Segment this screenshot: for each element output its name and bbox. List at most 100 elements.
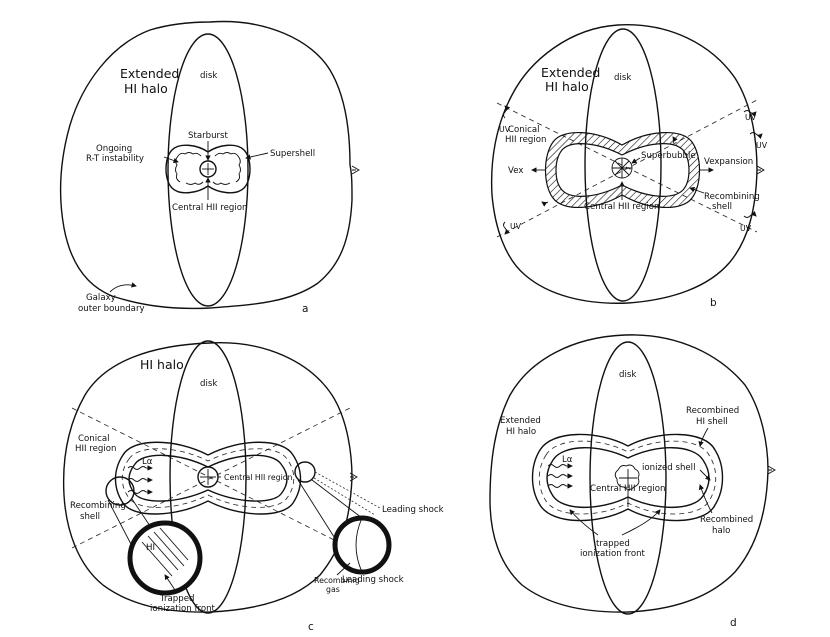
halo-label-2-d: HI halo <box>506 427 536 437</box>
ongoing-label-1: Ongoing <box>96 144 132 154</box>
disk-ellipse-d <box>589 341 667 615</box>
uv-photon-1 <box>503 105 511 119</box>
halo-label-1-b: Extended <box>541 65 600 80</box>
halo-label-2: HI halo <box>124 81 168 96</box>
vex-label: Vex <box>508 166 523 176</box>
conical-label-1-b: Conical <box>508 125 539 135</box>
cone-line-2-c <box>71 407 351 549</box>
recombined-halo-label-1: Recombined <box>700 515 753 525</box>
recombining-label-1-c: Recombining <box>70 501 126 511</box>
zoom-connector-3 <box>297 479 337 541</box>
central-hii-label-b: Central HII region <box>584 202 659 212</box>
galaxy-label-1: Galaxy <box>86 293 116 303</box>
zoom-connector-1 <box>107 499 134 549</box>
panel-letter-c: c <box>308 621 314 633</box>
uv-photon-4 <box>749 132 763 140</box>
lyman-alpha-label-d: Lα <box>562 455 573 465</box>
central-star-b <box>611 157 633 179</box>
trapped-label-2-c: ionization front <box>150 604 216 614</box>
disk-ellipse-c <box>169 340 247 614</box>
uv-label-2: UV <box>510 222 522 231</box>
trapped-leader-d1 <box>569 509 599 536</box>
central-core-d <box>614 464 640 490</box>
uv-photon-2 <box>503 221 511 235</box>
superbubble-shell-outer <box>544 131 701 209</box>
central-hii-label: Central HII region <box>172 203 247 213</box>
recombined-halo-leader <box>698 484 713 514</box>
disk-ellipse-b <box>584 28 662 302</box>
panel-a: Extended HI halo disk Starburst Ongoing … <box>59 20 360 315</box>
leading-shock-dotted-2 <box>313 477 376 516</box>
uv-label-1: UV <box>499 125 511 134</box>
recombined-halo-label-2: halo <box>712 526 730 536</box>
leading-shock-arc <box>355 517 363 573</box>
galaxy-outer-boundary-d <box>489 334 769 613</box>
lyman-alpha-label-c: Lα <box>142 457 153 467</box>
panel-letter-b: b <box>710 297 717 309</box>
supershell-leader <box>245 152 269 160</box>
observer-eye-icon-b <box>756 165 765 175</box>
observer-eye-icon-d <box>767 465 776 475</box>
zoom-connector-4 <box>311 479 363 519</box>
leading-shock-small <box>294 461 316 483</box>
recombining-label-2-c: shell <box>80 512 100 522</box>
supershell-label: Supershell <box>270 149 315 159</box>
ongoing-label-2: R-T instability <box>86 154 144 164</box>
recombinig-label-2-c: gas <box>326 585 340 594</box>
panel-letter-a: a <box>302 303 308 315</box>
recombined-shell-label-1: Recombined <box>686 406 739 416</box>
uv-label-3: UV <box>745 113 757 122</box>
panel-d: Extended HI halo disk Recombined HI shel… <box>489 334 776 629</box>
uv-photon-5 <box>743 210 757 218</box>
conical-label-2-b: HII region <box>505 135 546 145</box>
disk-label-d: disk <box>619 370 636 380</box>
starburst-core <box>199 160 217 178</box>
leading-shock-zoom <box>332 515 392 575</box>
recombined-shell-label-2: HI shell <box>696 417 728 427</box>
galaxy-boundary-leader <box>109 282 137 293</box>
uv-photon-inner-1 <box>672 136 678 144</box>
trapped-leader-d2 <box>621 509 661 536</box>
starburst-label: Starburst <box>188 131 229 141</box>
panel-c: HI halo disk Conical HII region Lα Centr… <box>62 340 444 633</box>
trapped-label-1-c: Trapped <box>159 594 194 604</box>
halo-label-1-d: Extended <box>500 416 541 426</box>
cone-line-1 <box>496 102 758 233</box>
conical-label-2-c: HII region <box>75 444 116 454</box>
trapped-leader-c <box>164 574 176 591</box>
recombining-label-2-b: shell <box>712 202 732 212</box>
disk-label-b: disk <box>614 73 631 83</box>
conical-label-1-c: Conical <box>78 434 109 444</box>
lyman-alpha-photons-d <box>547 464 567 488</box>
recombining-leader-b <box>689 186 705 194</box>
trapped-label-1-d: trapped <box>596 539 630 549</box>
observer-eye-icon <box>351 165 360 175</box>
central-hii-label-d: Central HII region <box>590 484 665 494</box>
panel-letter-d: d <box>730 617 737 629</box>
galaxy-outer-boundary <box>59 20 353 310</box>
halo-label-1: Extended <box>120 66 179 81</box>
shell-dashed-c <box>121 448 295 508</box>
superbubble-label: Superbubble <box>641 151 696 161</box>
galaxy-outer-boundary-c <box>62 342 353 613</box>
disk-ellipse <box>167 33 249 307</box>
hi-label-c: HI <box>146 543 155 553</box>
disk-label: disk <box>200 71 217 81</box>
uv-label-5: UV <box>740 224 752 233</box>
recombining-shell-small <box>105 476 135 506</box>
recombining-shell-zoom <box>127 520 203 596</box>
halo-label-c: HI halo <box>140 357 184 372</box>
leading-shock-label-top: Leading shock <box>382 505 444 515</box>
trapped-label-2-d: ionization front <box>580 549 646 559</box>
recombinig-label-1-c: Recombinig <box>314 576 360 585</box>
ionized-shell-leader <box>699 469 711 481</box>
lyman-alpha-photons-c <box>127 466 147 494</box>
superbubble-leader <box>631 157 641 164</box>
leading-shock-dotted-1 <box>314 471 381 509</box>
recombining-label-1-b: Recombining <box>704 192 760 202</box>
disk-label-c: disk <box>200 379 217 389</box>
vexpansion-label: Vexpansion <box>704 157 753 167</box>
ongoing-leader <box>163 156 179 164</box>
cone-line-2 <box>496 99 758 238</box>
